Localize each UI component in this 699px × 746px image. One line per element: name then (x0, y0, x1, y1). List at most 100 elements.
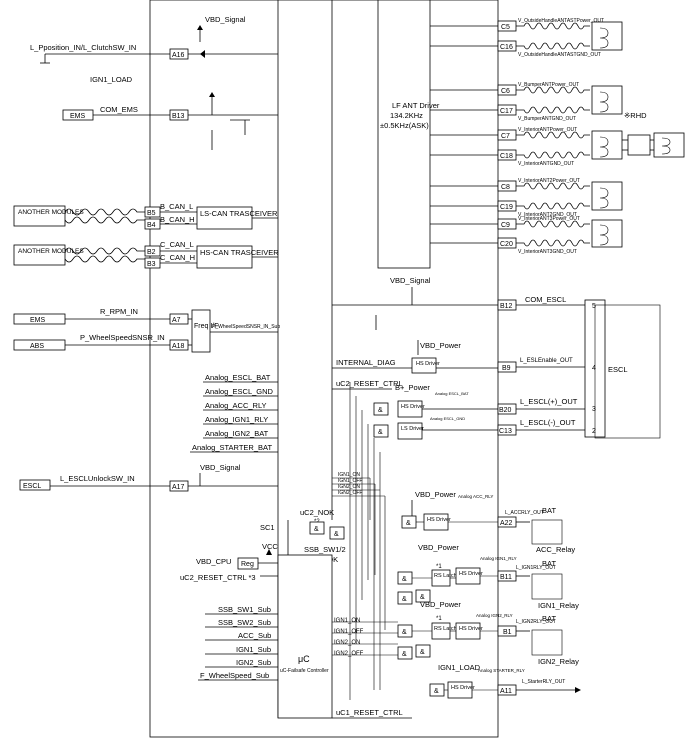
svg-text:SSB_SW2_Sub: SSB_SW2_Sub (218, 618, 271, 627)
svg-text:L_ESLEnable_OUT: L_ESLEnable_OUT (520, 358, 573, 364)
svg-text:C7: C7 (501, 133, 510, 140)
svg-text:LS-CAN TRASCEIVER: LS-CAN TRASCEIVER (200, 209, 278, 218)
logic-gates: & HS Driver & & & *1 RS Latch HS Driver … (397, 513, 483, 699)
svg-text:V_BumperANTPower_OUT: V_BumperANTPower_OUT (518, 82, 579, 88)
svg-text:ANOTHER MODULES: ANOTHER MODULES (18, 248, 84, 255)
svg-text:Analog ESCL_GND: Analog ESCL_GND (430, 416, 465, 421)
svg-text:IGN1_LOAD: IGN1_LOAD (438, 663, 481, 672)
svg-text:C17: C17 (500, 108, 513, 115)
svg-text:C5: C5 (501, 24, 510, 31)
escl-label: ESCL (608, 365, 628, 374)
l-pposition-label: L_Pposition_IN/L_ClutchSW_IN (30, 43, 136, 52)
svg-text:BAT: BAT (542, 614, 556, 623)
svg-text:IGN1_Sub: IGN1_Sub (236, 645, 271, 654)
svg-text:*1: *1 (436, 616, 442, 622)
svg-text:HS Driver: HS Driver (401, 404, 425, 410)
svg-text:F_WheelSpeed_Sub: F_WheelSpeed_Sub (200, 671, 269, 680)
svg-text:COM_ESCL: COM_ESCL (525, 295, 566, 304)
svg-text:C18: C18 (500, 153, 513, 160)
svg-text:ABS: ABS (30, 343, 44, 350)
svg-text:C20: C20 (500, 241, 513, 248)
svg-text:EMS: EMS (30, 317, 46, 324)
svg-text:HS Driver: HS Driver (459, 571, 483, 577)
svg-text:&: & (402, 651, 407, 658)
svg-text:IGN2_Sub: IGN2_Sub (236, 658, 271, 667)
vbd-signal-top-label: VBD_Signal (205, 15, 246, 24)
svg-text:SC1: SC1 (260, 523, 275, 532)
svg-text:C13: C13 (499, 428, 512, 435)
ls-driver-escl-minus (397, 422, 423, 440)
svg-text:B_CAN_H: B_CAN_H (160, 215, 195, 224)
svg-text:V_InteriorANT2GND_OUT: V_InteriorANT2GND_OUT (518, 212, 577, 218)
svg-text:IGN2_ON: IGN2_ON (338, 484, 360, 490)
svg-text:IGN2_Relay: IGN2_Relay (538, 657, 579, 666)
svg-text:B2: B2 (147, 249, 156, 256)
svg-text:IGN1_ON: IGN1_ON (338, 472, 360, 478)
svg-text:BAT: BAT (542, 506, 556, 515)
svg-text:C9: C9 (501, 222, 510, 229)
svg-text:134.2KHz: 134.2KHz (390, 111, 423, 120)
svg-text:B1: B1 (503, 629, 512, 636)
svg-text:&: & (402, 596, 407, 603)
svg-text:HS-CAN TRASCEIVER: HS-CAN TRASCEIVER (200, 248, 279, 257)
svg-text:IGN1_Relay: IGN1_Relay (538, 601, 579, 610)
svg-text:L_ESCLUnlockSW_IN: L_ESCLUnlockSW_IN (60, 474, 135, 483)
hs-driver-escl (411, 357, 437, 374)
svg-text:Analog_ACC_RLY: Analog_ACC_RLY (205, 401, 267, 410)
svg-text:V_BumperANTGND_OUT: V_BumperANTGND_OUT (518, 116, 576, 122)
svg-text:L_ESCL(+)_OUT: L_ESCL(+)_OUT (520, 397, 578, 406)
antenna-group: C5 C16 V_OutsideHandleANTASTPower_OUT V_… (430, 18, 604, 255)
svg-text:B_CAN_L: B_CAN_L (160, 202, 193, 211)
svg-text:Analog_ESCL_GND: Analog_ESCL_GND (205, 387, 274, 396)
svg-text:VCC: VCC (262, 542, 278, 551)
svg-text:VBD_CPU: VBD_CPU (196, 557, 231, 566)
svg-text:Freq I/F: Freq I/F (194, 323, 219, 330)
svg-text:&: & (334, 531, 339, 538)
svg-text:LS Driver: LS Driver (401, 426, 424, 432)
svg-text:B+_Power: B+_Power (395, 383, 430, 392)
svg-text:Analog IGN2_RLY: Analog IGN2_RLY (476, 613, 513, 618)
svg-text:&: & (420, 594, 425, 601)
svg-text:L_IGN2RLY_OUT: L_IGN2RLY_OUT (516, 619, 556, 625)
svg-text:IGN2_ON: IGN2_ON (334, 640, 360, 646)
svg-text:R_RPM_IN: R_RPM_IN (100, 307, 138, 316)
svg-text:EMS: EMS (70, 113, 86, 120)
lf-ant-driver (377, 0, 431, 269)
svg-text:VBD_Power: VBD_Power (420, 341, 461, 350)
svg-text:L_StarterRLY_OUT: L_StarterRLY_OUT (522, 679, 565, 685)
uc-failsafe-controller (277, 554, 333, 719)
another-modules-2 (13, 244, 66, 266)
svg-text:ANOTHER MODULES: ANOTHER MODULES (18, 209, 84, 216)
svg-text:&: & (378, 407, 383, 414)
svg-text:L_IGN1RLY_OUT: L_IGN1RLY_OUT (516, 565, 556, 571)
svg-text:Analog_IGN1_RLY: Analog_IGN1_RLY (205, 415, 268, 424)
svg-text:B13: B13 (172, 113, 185, 120)
svg-text:C_CAN_H: C_CAN_H (160, 253, 195, 262)
svg-text:uC1_RESET_CTRL: uC1_RESET_CTRL (336, 708, 403, 717)
svg-text:&: & (420, 649, 425, 656)
svg-text:Analog ESCL_BAT: Analog ESCL_BAT (435, 391, 469, 396)
svg-text:RS Latch: RS Latch (434, 626, 457, 632)
svg-text:B9: B9 (502, 365, 511, 372)
svg-text:V_InteriorANT3GND_OUT: V_InteriorANT3GND_OUT (518, 249, 577, 255)
svg-text:SSB_SW1_Sub: SSB_SW1_Sub (218, 605, 271, 614)
svg-text:&: & (314, 526, 319, 533)
svg-text:V_InteriorANT3Power_OUT: V_InteriorANT3Power_OUT (518, 216, 580, 222)
svg-text:HS Driver: HS Driver (459, 626, 483, 632)
svg-text:A7: A7 (172, 317, 181, 324)
antenna-coil-icons: ※RHD (516, 21, 685, 248)
svg-text:IGN1_OFF: IGN1_OFF (334, 629, 364, 635)
analog-list: Analog_ESCL_BAT Analog_ESCL_GND Analog_A… (190, 373, 278, 453)
svg-text:uC2_NOK: uC2_NOK (300, 508, 334, 517)
ign1-load-top-label: IGN1_LOAD (90, 75, 133, 84)
svg-text:3: 3 (592, 406, 596, 413)
internal-wiring (332, 382, 498, 700)
svg-text:V_InteriorANTPower_OUT: V_InteriorANTPower_OUT (518, 127, 577, 133)
svg-text:B11: B11 (500, 574, 512, 581)
svg-text:V_OutsideHandleANTASTPower_OUT: V_OutsideHandleANTASTPower_OUT (518, 18, 604, 24)
svg-text:L_ACCRLY_OUT: L_ACCRLY_OUT (505, 510, 544, 516)
svg-text:ESCL: ESCL (23, 483, 41, 490)
acc-relay (531, 519, 563, 545)
svg-text:V_InteriorANT2Power_OUT: V_InteriorANT2Power_OUT (518, 178, 580, 184)
svg-text:LF ANT Driver: LF ANT Driver (392, 101, 440, 110)
